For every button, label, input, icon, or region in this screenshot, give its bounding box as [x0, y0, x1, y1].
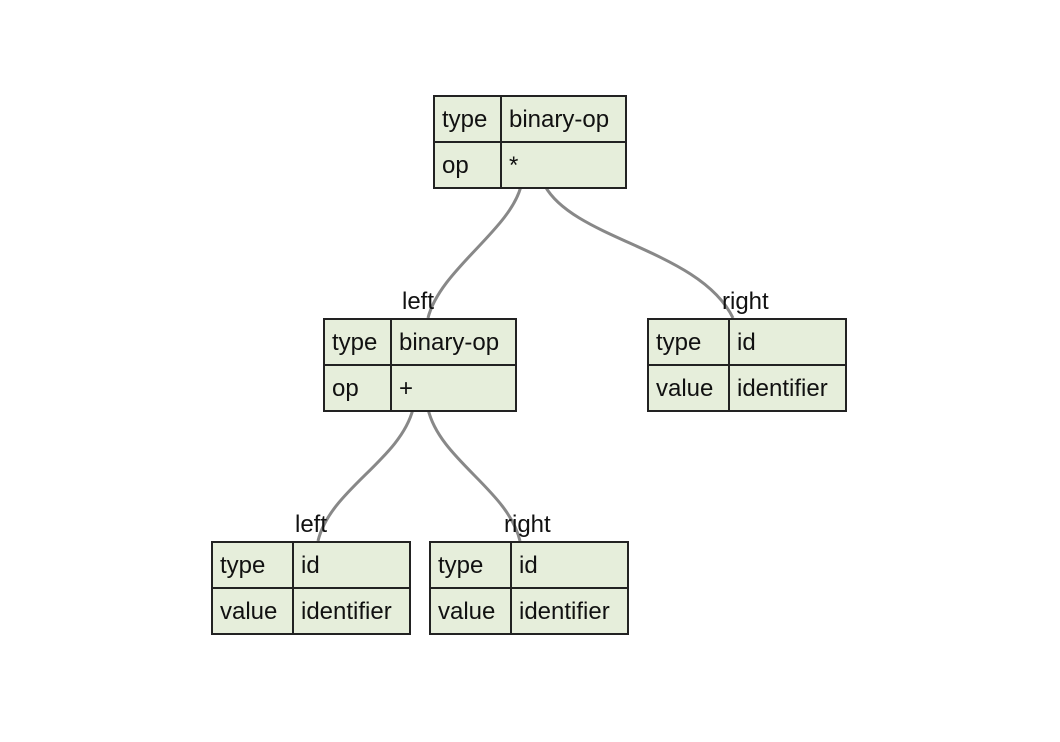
edge-root-right: [543, 185, 735, 319]
edge-left-right: [426, 408, 522, 542]
edge-left-left: [316, 408, 415, 542]
node-value: *: [500, 141, 627, 189]
node-left-right: type id value identifier: [429, 541, 629, 635]
node-key: type: [323, 318, 392, 366]
node-value: id: [510, 541, 629, 589]
node-value: +: [390, 364, 517, 412]
node-value: identifier: [728, 364, 847, 412]
node-key: type: [647, 318, 730, 366]
node-root: type binary-op op *: [433, 95, 627, 189]
node-value: identifier: [510, 587, 629, 635]
node-key: op: [433, 141, 502, 189]
node-row: type id: [211, 541, 411, 589]
node-value: binary-op: [390, 318, 517, 366]
edge-label-left-left: left: [295, 511, 328, 538]
node-left: type binary-op op +: [323, 318, 517, 412]
node-value: identifier: [292, 587, 411, 635]
node-right: type id value identifier: [647, 318, 847, 412]
node-value: id: [728, 318, 847, 366]
node-row: type id: [647, 318, 847, 366]
node-key: op: [323, 364, 392, 412]
node-key: type: [433, 95, 502, 143]
node-key: value: [211, 587, 294, 635]
node-row: type binary-op: [323, 318, 517, 366]
node-value: binary-op: [500, 95, 627, 143]
node-row: op +: [323, 364, 517, 412]
node-key: type: [211, 541, 294, 589]
node-value: id: [292, 541, 411, 589]
node-row: type binary-op: [433, 95, 627, 143]
edge-label-root-right: right: [722, 288, 769, 315]
node-row: type id: [429, 541, 629, 589]
node-row: op *: [433, 141, 627, 189]
edge-root-left: [426, 185, 523, 319]
node-key: type: [429, 541, 512, 589]
node-row: value identifier: [211, 587, 411, 635]
node-row: value identifier: [647, 364, 847, 412]
edge-label-root-left: left: [402, 288, 435, 315]
node-key: value: [429, 587, 512, 635]
node-row: value identifier: [429, 587, 629, 635]
edge-label-left-right: right: [504, 511, 551, 538]
node-key: value: [647, 364, 730, 412]
node-left-left: type id value identifier: [211, 541, 411, 635]
